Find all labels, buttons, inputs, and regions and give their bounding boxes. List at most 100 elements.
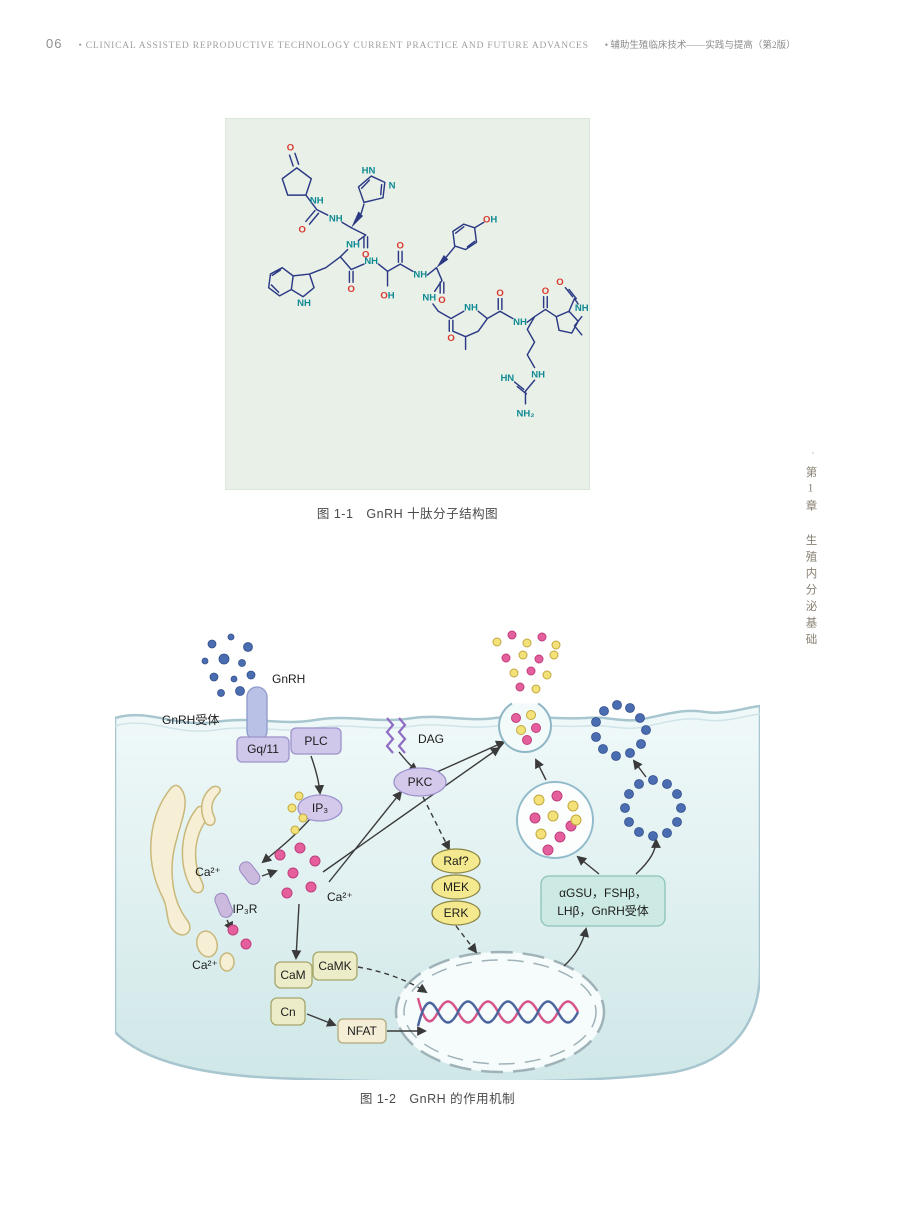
arrow-hormones-to-vesicle (576, 855, 600, 875)
atom-o: O (397, 241, 404, 252)
label-hormones-line2: LHβ，GnRH受体 (557, 904, 649, 918)
figure-1-panel: O NH O NH HN N O NH NH O NH OH O NH OH O… (225, 118, 590, 490)
chapter-number: 第1章 (804, 466, 817, 516)
gq11-box (236, 736, 290, 763)
atom-hn: HN (362, 165, 376, 176)
atom-nh: NH (310, 195, 324, 206)
fusing-vesicle-granules (511, 710, 541, 745)
label-ca-er: Ca²⁺ (195, 865, 221, 879)
calcium-ions (227, 842, 321, 950)
arrow-plc-to-ip3 (310, 755, 325, 795)
label-gnrh: GnRH (272, 672, 305, 686)
label-cam: CaM (280, 968, 305, 982)
nfat-box (337, 1018, 387, 1044)
atom-n: N (389, 181, 396, 192)
diagram-labels: GnRH GnRH受体 Gq/11 PLC DAG PKC IP₃ IP₃R C… (162, 672, 649, 1038)
atom-o: O (287, 143, 294, 154)
label-gnrh-receptor: GnRH受体 (162, 713, 219, 727)
atom-o: O (348, 284, 355, 295)
stereo-wedge-his (351, 211, 364, 228)
atom-o: O (447, 333, 454, 344)
atom-nh: NH (329, 213, 343, 224)
atom-nh: NH (346, 240, 360, 251)
arrow-ca-release-1 (261, 869, 278, 879)
plc-box (290, 727, 342, 755)
atom-o: O (362, 250, 369, 261)
secretory-vesicle-granules (529, 790, 582, 856)
atom-o: O (556, 277, 563, 288)
arrow-receptor-vesicle-up (632, 759, 647, 778)
atom-nh: NH (422, 292, 436, 303)
ip3-messenger-dots (287, 791, 308, 835)
label-camk: CaMK (318, 959, 351, 973)
atom-oh: OH (380, 291, 394, 302)
camk-box (312, 951, 358, 981)
label-ca-bottom: Ca²⁺ (192, 958, 218, 972)
label-raf: Raf? (443, 854, 469, 868)
gnrh-ligand-dots (201, 633, 262, 697)
arrow-vesicle-to-membrane (535, 758, 547, 781)
label-cn: Cn (280, 1005, 295, 1019)
receptor-bead-ring-cytoplasm (620, 775, 686, 841)
membrane-inner-line (114, 713, 761, 732)
arrow-pkc-to-raf (422, 796, 450, 851)
peptide-bonds (267, 152, 583, 405)
gnrh-receptor-shape (246, 686, 268, 742)
atom-nh2: NH₂ (516, 409, 534, 420)
atom-labels: O NH O NH HN N O NH NH O NH OH O NH OH O… (287, 143, 589, 420)
atom-nh: NH (531, 370, 545, 381)
label-gq11: Gq/11 (247, 742, 279, 756)
label-erk: ERK (444, 906, 469, 920)
chapter-marker: · (808, 448, 818, 462)
atom-nh: NH (513, 317, 527, 328)
chapter-title: 生殖内分泌基础 (804, 534, 817, 650)
label-ca-cytosol: Ca²⁺ (327, 890, 353, 904)
ip3r-channel-1 (239, 861, 261, 885)
atom-o: O (438, 295, 445, 306)
page-number: 06 (46, 36, 63, 51)
atom-o: O (299, 224, 306, 235)
figure-2-caption: 图 1-2 GnRH 的作用机制 (359, 1092, 516, 1106)
arrow-ca-to-vesicle (322, 746, 501, 873)
page-header: 06 • CLINICAL ASSISTED REPRODUCTIVE TECH… (46, 36, 854, 51)
atom-nh: NH (413, 270, 427, 281)
label-dag: DAG (418, 732, 444, 746)
arrows (224, 740, 661, 1036)
arrow-ca-to-cam (291, 903, 302, 960)
running-title-zh: • 辅助生殖临床技术——实践与提高（第2版） (604, 41, 796, 51)
arrow-camk-to-nucleus (357, 966, 428, 994)
label-nfat: NFAT (347, 1024, 377, 1038)
dna-strand-blue (416, 1000, 580, 1027)
label-ip3r: IP₃R (233, 902, 258, 916)
label-mek: MEK (443, 880, 469, 894)
ip3-ellipse (297, 794, 343, 822)
cn-box (270, 997, 306, 1026)
label-pkc: PKC (408, 775, 433, 789)
arrow-to-receptor-vesicle (635, 838, 661, 875)
atom-nh: NH (297, 298, 311, 309)
arrow-nucleus-to-hormones (563, 927, 590, 967)
atom-o: O (496, 288, 503, 299)
stereo-wedge-tyr (436, 254, 449, 268)
label-hormones-line1: αGSU，FSHβ， (559, 886, 647, 900)
gnrh-mechanism-diagram: GnRH GnRH受体 Gq/11 PLC DAG PKC IP₃ IP₃R C… (113, 630, 762, 1084)
hormone-products-box (540, 875, 666, 927)
arrow-cn-to-nfat (306, 1013, 337, 1027)
gnrh-molecule-drawing: O NH O NH HN N O NH NH O NH OH O NH OH O… (267, 143, 589, 420)
label-plc: PLC (304, 734, 328, 748)
ip3r-channel-2 (214, 892, 233, 918)
arrow-erk-to-nucleus (455, 925, 478, 954)
arrow-ip3-to-ip3r (261, 818, 311, 864)
figure-2-panel: GnRH GnRH受体 Gq/11 PLC DAG PKC IP₃ IP₃R C… (113, 630, 762, 1084)
figure-1-caption: 图 1-1 GnRH 十肽分子结构图 (316, 507, 499, 521)
nuclear-envelope (394, 950, 606, 1074)
label-ip3: IP₃ (312, 801, 328, 815)
nucleus (394, 950, 606, 1074)
running-title-en: • CLINICAL ASSISTED REPRODUCTIVE TECHNOL… (78, 41, 589, 51)
atom-o: O (542, 286, 549, 297)
arrow-ca-to-pkc (328, 790, 403, 883)
mapk-cascade (431, 848, 481, 926)
receptor-bead-ring-membrane (591, 700, 651, 761)
endoplasmic-reticulum (150, 784, 235, 972)
